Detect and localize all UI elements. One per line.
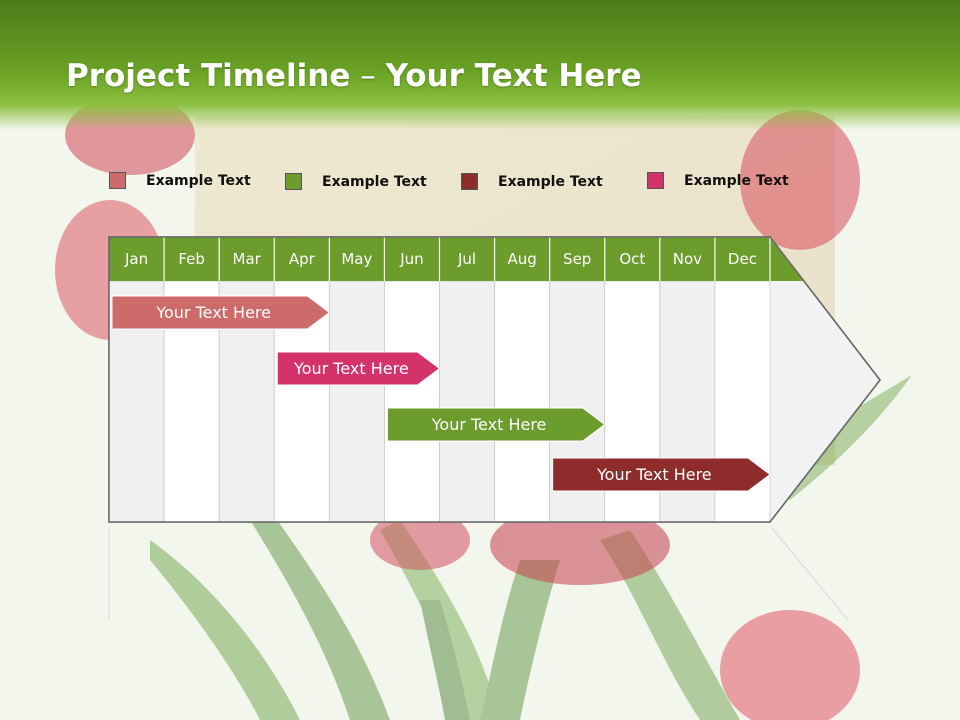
legend-swatch-4	[647, 172, 664, 189]
task-label-2: Your Text Here	[294, 359, 409, 378]
title-bold: Project Timeline	[66, 58, 351, 94]
month-label-oct: Oct	[619, 250, 646, 268]
legend-label-3: Example Text	[498, 174, 603, 190]
header-band	[0, 0, 960, 130]
legend-swatch-3	[461, 173, 478, 190]
month-label-nov: Nov	[672, 250, 702, 268]
title-separator: –	[350, 58, 386, 94]
task-bar-1	[111, 295, 331, 330]
task-bar-4	[552, 457, 771, 492]
month-column-may	[328, 280, 385, 523]
month-column-aug	[494, 280, 551, 523]
title-subtitle: Your Text Here	[385, 58, 642, 94]
month-label-aug: Aug	[507, 250, 537, 268]
task-bar-2	[276, 351, 441, 386]
task-label-3: Your Text Here	[431, 415, 547, 434]
month-column-jun	[384, 280, 440, 523]
month-label-jan: Jan	[124, 250, 149, 268]
month-header-strip	[109, 237, 805, 281]
legend-label-4: Example Text	[684, 173, 789, 189]
legend-swatch-2	[285, 173, 302, 190]
month-label-jun: Jun	[400, 250, 424, 268]
legend-label-2: Example Text	[322, 174, 427, 190]
timeline-arrow-outline	[108, 236, 881, 523]
task-bar-3	[386, 407, 606, 442]
month-label-apr: Apr	[288, 250, 315, 268]
legend-label-1: Example Text	[146, 173, 251, 189]
task-label-1: Your Text Here	[156, 303, 271, 322]
month-label-mar: Mar	[232, 250, 261, 268]
month-label-sep: Sep	[563, 250, 592, 268]
legend-swatch-1	[109, 172, 126, 189]
slide-title: Project Timeline – Your Text Here	[66, 58, 642, 94]
month-column-jul	[439, 280, 495, 523]
month-label-dec: Dec	[727, 250, 757, 268]
task-label-4: Your Text Here	[597, 465, 712, 484]
month-label-may: May	[341, 250, 373, 268]
month-label-feb: Feb	[178, 250, 205, 268]
month-label-jul: Jul	[457, 250, 477, 268]
